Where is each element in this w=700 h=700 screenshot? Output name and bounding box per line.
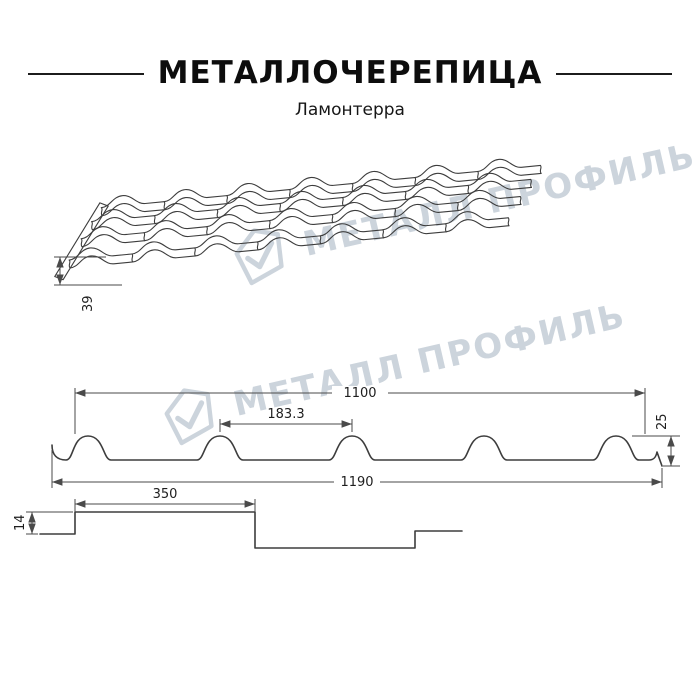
barge-board xyxy=(54,202,109,281)
dim-label-1100: 1100 xyxy=(343,386,376,401)
roof-tiles xyxy=(54,154,543,281)
dim-label-350: 350 xyxy=(153,487,178,502)
dim-label-14: 14 xyxy=(13,514,28,531)
dim-label-25: 25 xyxy=(655,413,670,430)
step-curve xyxy=(39,511,463,549)
page-subtitle: Ламонтерра xyxy=(295,100,405,120)
title-rule-left xyxy=(28,72,144,75)
step-profile: 350 14 xyxy=(13,487,463,549)
dim-module-length: 350 xyxy=(74,487,256,512)
page-title: МЕТАЛЛОЧЕРЕПИЦА xyxy=(157,55,543,91)
page-header: МЕТАЛЛОЧЕРЕПИЦА xyxy=(0,58,700,89)
dim-step-height: 14 xyxy=(13,511,73,535)
profile-curve xyxy=(51,435,663,467)
dim-cover-width: 1100 xyxy=(74,386,646,434)
dim-profile-height: 25 xyxy=(632,413,680,467)
dim-wave-pitch: 183.3 xyxy=(219,407,353,432)
profile-cross-section: 1100 183.3 25 1190 xyxy=(51,386,680,490)
dim-tile-step-height: 39 xyxy=(54,256,122,312)
dim-overall-width: 1190 xyxy=(51,450,663,490)
title-rule-right xyxy=(556,72,672,75)
dim-label-39: 39 xyxy=(81,295,96,312)
metall-profil-logo-icon xyxy=(234,228,284,286)
dim-label-1190: 1190 xyxy=(340,475,373,490)
dim-label-183-3: 183.3 xyxy=(267,407,304,422)
watermark-top: МЕТАЛЛ ПРОФИЛЬ xyxy=(221,125,700,293)
perspective-view: 39 xyxy=(54,154,543,312)
